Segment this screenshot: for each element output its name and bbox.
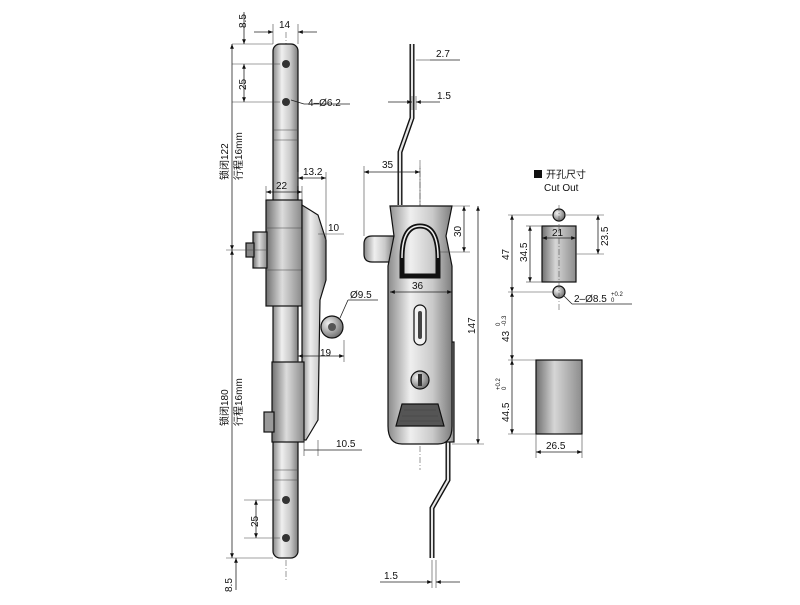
dim-1-5-bot: 1.5 (384, 571, 398, 582)
cutout-legend-square (534, 170, 542, 178)
dim-lock-122: 锁闭122 (218, 143, 231, 180)
dim-2-7: 2.7 (436, 49, 450, 60)
dim-lock-180: 锁闭180 (218, 389, 231, 426)
dim-23-5: 23.5 (600, 226, 611, 246)
cutout-view: 开孔尺寸 Cut Out 21 23.5 34.5 47 2–Ø8.5 +0.2… (496, 168, 632, 458)
housing-lower (271, 361, 305, 443)
dim-2-8-5: 2–Ø8.5 (574, 294, 607, 305)
dim-10-5: 10.5 (336, 439, 356, 450)
dim-stroke-bot: 行程16mm (232, 378, 245, 426)
tol-44-5-lo: 0 (502, 386, 508, 390)
dim-13-2: 13.2 (303, 167, 323, 178)
dim-19: 19 (320, 348, 332, 359)
dim-44-5: 44.5 (501, 402, 512, 422)
tol-8-5-lo: 0 (611, 298, 615, 304)
dim-9-5: Ø9.5 (350, 290, 372, 301)
tol-43-up: 0 (496, 322, 502, 326)
dim-14: 14 (279, 20, 291, 31)
cutout-title-en: Cut Out (544, 183, 579, 194)
front-view: 2.7 1.5 35 30 36 147 1.5 (363, 44, 484, 588)
hole (282, 496, 290, 504)
dim-36: 36 (412, 281, 424, 292)
dim-47: 47 (501, 248, 512, 260)
dim-holes: 4–Ø6.2 (308, 98, 341, 109)
tol-8-5-up: +0.2 (611, 292, 624, 298)
dim-22: 22 (276, 181, 288, 192)
dim-8-5-top: 8.5 (238, 14, 249, 28)
dim-43: 43 (501, 330, 512, 342)
dim-1-5-top: 1.5 (437, 91, 451, 102)
dim-10: 10 (328, 223, 340, 234)
tol-43-lo: -0.3 (502, 315, 508, 326)
dim-34-5: 34.5 (519, 242, 530, 262)
dim-8-5-bot: 8.5 (224, 578, 235, 592)
hole (282, 60, 290, 68)
side-view: 14 8.5 25 4–Ø6.2 锁闭122 行程16mm 22 13.2 10 (218, 12, 378, 592)
dim-21: 21 (552, 228, 564, 239)
dim-35: 35 (382, 160, 394, 171)
tol-44-5-up: +0.2 (496, 377, 502, 390)
dim-stroke-top: 行程16mm (232, 132, 245, 180)
dim-147: 147 (467, 317, 478, 334)
dim-26-5: 26.5 (546, 441, 566, 452)
cutout-title-cn: 开孔尺寸 (546, 168, 586, 181)
cutout-rect-bot (535, 359, 583, 435)
dim-25-bot: 25 (250, 515, 261, 527)
hole (282, 98, 290, 106)
dim-25-top: 25 (238, 78, 249, 90)
grip (395, 403, 445, 427)
dim-30: 30 (453, 225, 464, 237)
housing-upper (265, 199, 303, 307)
hole (282, 534, 290, 542)
